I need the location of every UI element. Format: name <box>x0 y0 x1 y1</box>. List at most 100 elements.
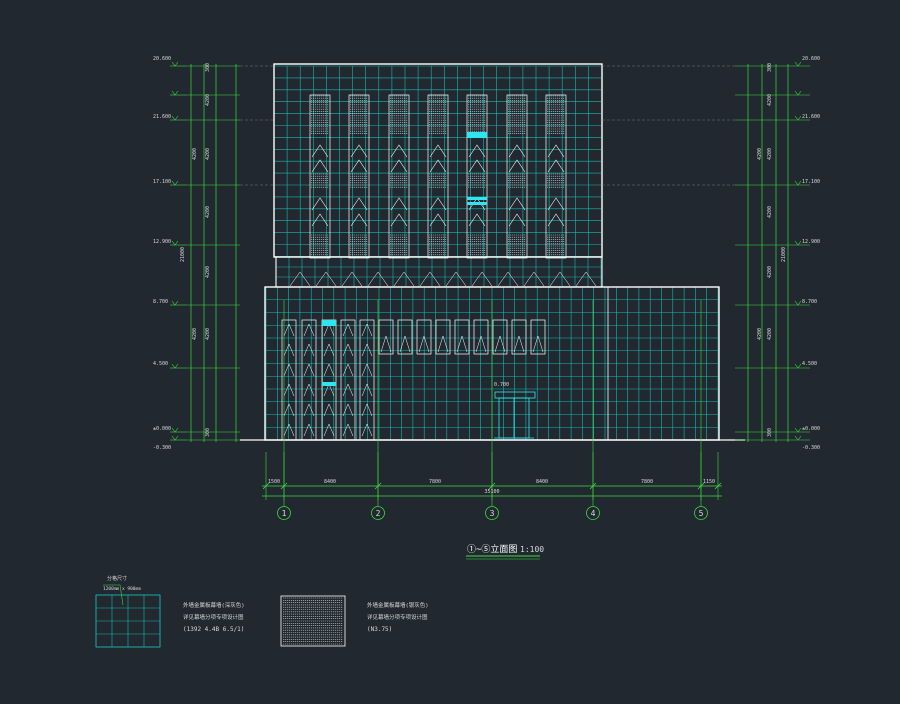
window-glyph <box>342 323 354 337</box>
window-glyph <box>361 363 373 377</box>
left-segment-dims: 300 4200 4200 4200 4200 4200 300 4200 42… <box>180 63 211 437</box>
window-glyph <box>283 403 295 417</box>
window-strips <box>281 94 597 441</box>
band-outline <box>275 256 603 288</box>
elev-marker <box>171 180 179 186</box>
axis-bubble <box>485 506 499 520</box>
elev-label: 21.600 <box>153 114 171 120</box>
window-glyph <box>390 197 408 211</box>
window-glyph <box>547 213 565 227</box>
dimension-slash <box>714 482 722 490</box>
window-glyph <box>361 343 373 357</box>
accent-panel <box>322 382 336 386</box>
window-glyph <box>429 144 447 158</box>
window-glyph <box>311 213 329 227</box>
window-glyph <box>380 335 392 353</box>
elev-marker <box>171 90 179 96</box>
podium-window <box>492 319 508 355</box>
elev-marker <box>171 435 179 441</box>
window-glyph <box>342 363 354 377</box>
band-glyph <box>575 271 597 287</box>
axis-label: 3 <box>490 509 495 518</box>
elev-marker <box>171 427 179 433</box>
elev-label: ±0.000 <box>802 426 820 432</box>
elev-marker <box>794 115 802 121</box>
window-glyph <box>283 423 295 437</box>
dim-text: 8400 <box>536 479 548 485</box>
axis-label: 1 <box>282 509 287 518</box>
elev-label: 4.500 <box>153 361 168 367</box>
band-glyph <box>471 271 493 287</box>
window-strip <box>466 94 488 259</box>
dim-text: 4200 <box>205 266 211 278</box>
left-elevation-labels: 20.600 21.600 17.100 12.900 8.700 4.500 … <box>153 56 171 451</box>
window-glyph <box>323 363 335 377</box>
elev-marker <box>171 115 179 121</box>
dim-text: 7800 <box>429 479 441 485</box>
window-glyph <box>303 383 315 397</box>
elev-label: 17.100 <box>153 179 171 185</box>
elev-marker <box>794 435 802 441</box>
dim-text: 8400 <box>324 479 336 485</box>
band-glyph <box>289 271 311 287</box>
elev-marker <box>171 363 179 369</box>
window-glyph <box>547 197 565 211</box>
axis-label: 2 <box>376 509 381 518</box>
window-glyph <box>323 423 335 437</box>
elev-label: 4.500 <box>802 361 817 367</box>
legend-text: 外墙金属板幕墙(深灰色) <box>183 601 245 609</box>
dim-text: 4200 <box>192 148 198 160</box>
elev-marker <box>794 363 802 369</box>
podium-window <box>435 319 451 355</box>
podium-window <box>511 319 527 355</box>
dim-text: 4200 <box>205 94 211 106</box>
elev-marker <box>171 240 179 246</box>
elev-marker <box>794 427 802 433</box>
window-strip <box>545 94 567 259</box>
right-elevation-labels: 20.600 21.600 17.100 12.900 8.700 4.500 … <box>802 56 820 451</box>
window-glyph <box>429 159 447 173</box>
dim-text: 4200 <box>205 328 211 340</box>
band-glyph <box>523 271 545 287</box>
window-glyph <box>342 423 354 437</box>
band-glyph <box>549 271 571 287</box>
window-glyph <box>342 383 354 397</box>
elev-label: 12.900 <box>802 239 820 245</box>
dim-text: 4200 <box>767 206 773 218</box>
window-glyph <box>390 213 408 227</box>
elev-label: 8.700 <box>802 299 817 305</box>
dim-text: 300 <box>767 63 773 72</box>
window-strip <box>427 94 449 259</box>
window-glyph <box>361 403 373 417</box>
dim-text: 7800 <box>641 479 653 485</box>
axis-bubble <box>694 506 708 520</box>
axis-label: 5 <box>699 509 704 518</box>
podium-window <box>397 319 413 355</box>
legend-swatch-grid <box>95 594 161 648</box>
legend-swatch-hatch <box>280 595 346 647</box>
dim-text: 1150 <box>703 479 715 485</box>
band-glyph <box>393 271 415 287</box>
elev-marker <box>171 61 179 67</box>
elev-marker <box>794 300 802 306</box>
window-glyph <box>508 159 526 173</box>
window-glyph <box>303 403 315 417</box>
dimension-slash <box>262 482 270 490</box>
window-glyph <box>508 213 526 227</box>
window-glyph <box>283 383 295 397</box>
dim-text: 4200 <box>757 328 763 340</box>
entrance-door: 0.700 <box>494 382 536 439</box>
drawing-scale: 1:100 <box>520 545 544 554</box>
elev-label: 21.600 <box>802 114 820 120</box>
podium-window <box>473 319 489 355</box>
dim-text: 1500 <box>268 479 280 485</box>
drawing-title-text: ①~⑤立面图 <box>467 543 517 555</box>
band-glyph <box>497 271 519 287</box>
bottom-dims: 1500 8400 7800 8400 7800 1150 35100 <box>268 479 715 495</box>
window-glyph <box>342 403 354 417</box>
window-glyph <box>475 335 487 353</box>
right-segment-dims: 300 4200 4200 4200 4200 4200 300 4200 42… <box>757 63 787 437</box>
elev-label: 17.100 <box>802 179 820 185</box>
